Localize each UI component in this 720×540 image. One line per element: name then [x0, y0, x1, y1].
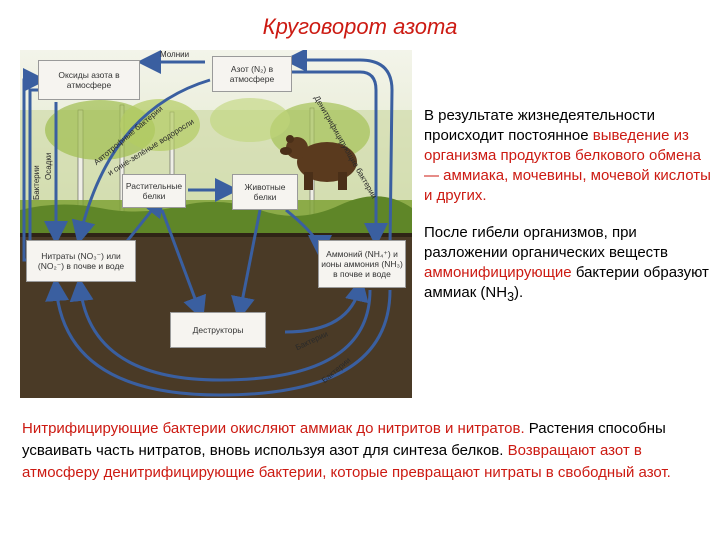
side-text: В результате жизнедеятельности происходи… — [424, 106, 712, 324]
label-lightning: Молнии — [160, 50, 190, 59]
side-text-2-tail: бактерии образуют аммиак (NH — [424, 264, 709, 301]
bottom-text: Нитрифицирующие бактерии окисляют аммиак… — [22, 418, 702, 484]
side-paragraph-2: После гибели организмов, при разложении … — [424, 223, 712, 307]
box-animal-proteins: Животные белки — [232, 174, 298, 210]
side-text-1-highlight: выведение из организма продуктов белково… — [424, 127, 711, 204]
box-atmospheric-oxides: Оксиды азота в атмосфере — [38, 60, 140, 100]
grass-icon — [20, 196, 412, 235]
label-precipitation: Осадки — [44, 152, 53, 180]
box-plant-proteins: Растительные белки — [122, 174, 186, 208]
label-bacteria-left: Бактерии — [32, 165, 41, 200]
box-nitrates: Нитраты (NO₃⁻) или (NO₂⁻) в почве и воде — [26, 240, 136, 282]
side-paragraph-1: В результате жизнедеятельности происходи… — [424, 106, 712, 206]
box-ammonium: Аммоний (NH₄⁺) и ионы аммония (NH₃) в по… — [318, 240, 406, 288]
box-atmospheric-nitrogen: Азот (N₂) в атмосфере — [212, 56, 292, 92]
side-text-2-end: ). — [514, 284, 524, 301]
side-text-2-subscript: 3 — [507, 290, 515, 304]
box-decomposers: Деструкторы — [170, 312, 266, 348]
cycle-arrows — [22, 50, 394, 397]
nitrogen-cycle-diagram: Оксиды азота в атмосфере Азот (N₂) в атм… — [20, 50, 412, 398]
diagram-background — [20, 50, 412, 398]
bottom-text-nitrifying: Нитрифицирующие бактерии окисляют аммиак… — [22, 420, 525, 437]
side-text-1-plain: В результате жизнедеятельности происходи… — [424, 107, 656, 144]
side-text-2-highlight: аммонифицирующие — [424, 264, 572, 281]
bear-icon — [280, 135, 357, 190]
side-text-2-plain: После гибели организмов, при разложении … — [424, 224, 668, 261]
page-title: Круговорот азота — [262, 14, 458, 39]
bottom-text-plants: Растения способны усваивать часть нитрат… — [22, 420, 666, 459]
bottom-text-denitrifying: Возвращают азот в атмосферу денитрифицир… — [22, 442, 671, 481]
